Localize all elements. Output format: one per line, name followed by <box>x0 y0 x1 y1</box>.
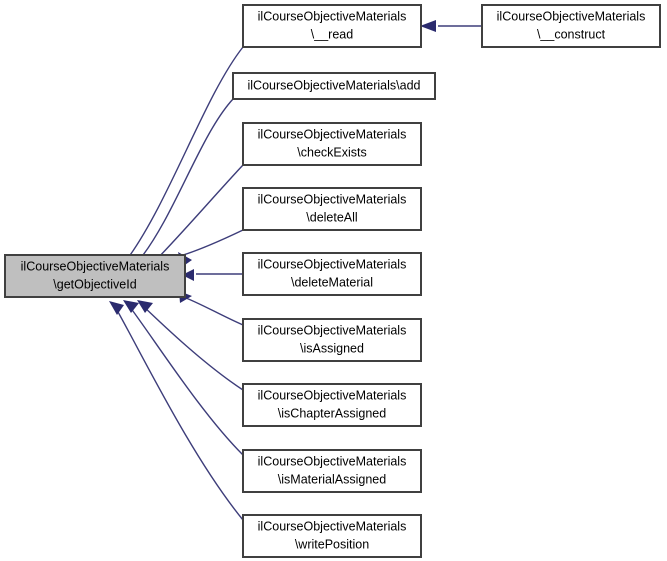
node-label-deleteMaterial-line1: ilCourseObjectiveMaterials <box>258 257 407 271</box>
edge-checkExists-to-getObjectiveId <box>155 164 244 261</box>
node-box-deleteMaterial[interactable] <box>242 252 422 296</box>
node-box-isAssigned[interactable] <box>242 318 422 362</box>
node-label-deleteAll-line1: ilCourseObjectiveMaterials <box>258 192 407 206</box>
node-label-__construct-line2: \__construct <box>537 27 606 41</box>
node-label-writePosition-line1: ilCourseObjectiveMaterials <box>258 519 407 533</box>
graph-node-deleteAll[interactable]: ilCourseObjectiveMaterials \deleteAll <box>242 187 422 231</box>
node-label-deleteMaterial-line2: \deleteMaterial <box>291 275 373 289</box>
node-box-writePosition[interactable] <box>242 514 422 558</box>
node-box-__read[interactable] <box>242 4 422 48</box>
edge-isAssigned-to-getObjectiveId <box>180 295 244 326</box>
graph-node-writePosition[interactable]: ilCourseObjectiveMaterials \writePosition <box>242 514 422 558</box>
arrowhead-isChapterAssigned-to-getObjectiveId <box>137 300 153 313</box>
node-label-isChapterAssigned-line1: ilCourseObjectiveMaterials <box>258 388 407 402</box>
graph-node-deleteMaterial[interactable]: ilCourseObjectiveMaterials \deleteMateria… <box>242 252 422 296</box>
node-box-getObjectiveId[interactable] <box>4 254 186 298</box>
node-label-isAssigned-line2: \isAssigned <box>300 341 364 355</box>
graph-node-__read[interactable]: ilCourseObjectiveMaterials \__read <box>242 4 422 48</box>
graph-node-isMaterialAssigned[interactable]: ilCourseObjectiveMaterials \isMaterialAss… <box>242 449 422 493</box>
nodes-layer: ilCourseObjectiveMaterials \getObjectiveI… <box>4 4 661 558</box>
node-label-isMaterialAssigned-line1: ilCourseObjectiveMaterials <box>258 454 407 468</box>
graph-node-isAssigned[interactable]: ilCourseObjectiveMaterials \isAssigned <box>242 318 422 362</box>
graph-node-add[interactable]: ilCourseObjectiveMaterials\add <box>232 72 436 100</box>
edge-isMaterialAssigned-to-getObjectiveId <box>126 302 244 456</box>
graph-node-getObjectiveId[interactable]: ilCourseObjectiveMaterials \getObjectiveI… <box>4 254 186 298</box>
node-box-deleteAll[interactable] <box>242 187 422 231</box>
node-label-writePosition-line2: \writePosition <box>295 537 369 551</box>
node-label-deleteAll-line2: \deleteAll <box>306 210 357 224</box>
node-label-getObjectiveId-line2: \getObjectiveId <box>53 277 136 291</box>
edge-__read-to-getObjectiveId <box>127 46 244 259</box>
node-label-isChapterAssigned-line2: \isChapterAssigned <box>278 406 386 420</box>
arrowhead-writePosition-to-getObjectiveId <box>109 301 124 315</box>
node-label-__read-line1: ilCourseObjectiveMaterials <box>258 9 407 23</box>
node-label-__read-line2: \__read <box>311 27 353 41</box>
node-label-checkExists-line2: \checkExists <box>297 145 366 159</box>
node-box-isMaterialAssigned[interactable] <box>242 449 422 493</box>
node-box-add[interactable] <box>232 72 436 100</box>
node-label-getObjectiveId-line1: ilCourseObjectiveMaterials <box>21 259 170 273</box>
edge-writePosition-to-getObjectiveId <box>112 302 244 521</box>
graph-node-checkExists[interactable]: ilCourseObjectiveMaterials \checkExists <box>242 122 422 166</box>
node-box-__construct[interactable] <box>481 4 661 48</box>
arrowhead-__construct-to-__read <box>420 20 436 32</box>
node-box-isChapterAssigned[interactable] <box>242 383 422 427</box>
node-label-checkExists-line1: ilCourseObjectiveMaterials <box>258 127 407 141</box>
edge-add-to-getObjectiveId <box>139 98 234 260</box>
node-label-isMaterialAssigned-line2: \isMaterialAssigned <box>278 472 386 486</box>
graph-node-__construct[interactable]: ilCourseObjectiveMaterials \__construct <box>481 4 661 48</box>
edge-isChapterAssigned-to-getObjectiveId <box>140 303 244 391</box>
node-label-__construct-line1: ilCourseObjectiveMaterials <box>497 9 646 23</box>
arrowhead-isMaterialAssigned-to-getObjectiveId <box>123 300 139 313</box>
node-label-isAssigned-line1: ilCourseObjectiveMaterials <box>258 323 407 337</box>
graph-node-isChapterAssigned[interactable]: ilCourseObjectiveMaterials \isChapterAssi… <box>242 383 422 427</box>
edge-deleteAll-to-getObjectiveId <box>179 229 244 257</box>
node-box-checkExists[interactable] <box>242 122 422 166</box>
arrowhead-deleteMaterial-to-getObjectiveId <box>182 269 194 281</box>
node-label-add-line1: ilCourseObjectiveMaterials\add <box>248 78 421 92</box>
